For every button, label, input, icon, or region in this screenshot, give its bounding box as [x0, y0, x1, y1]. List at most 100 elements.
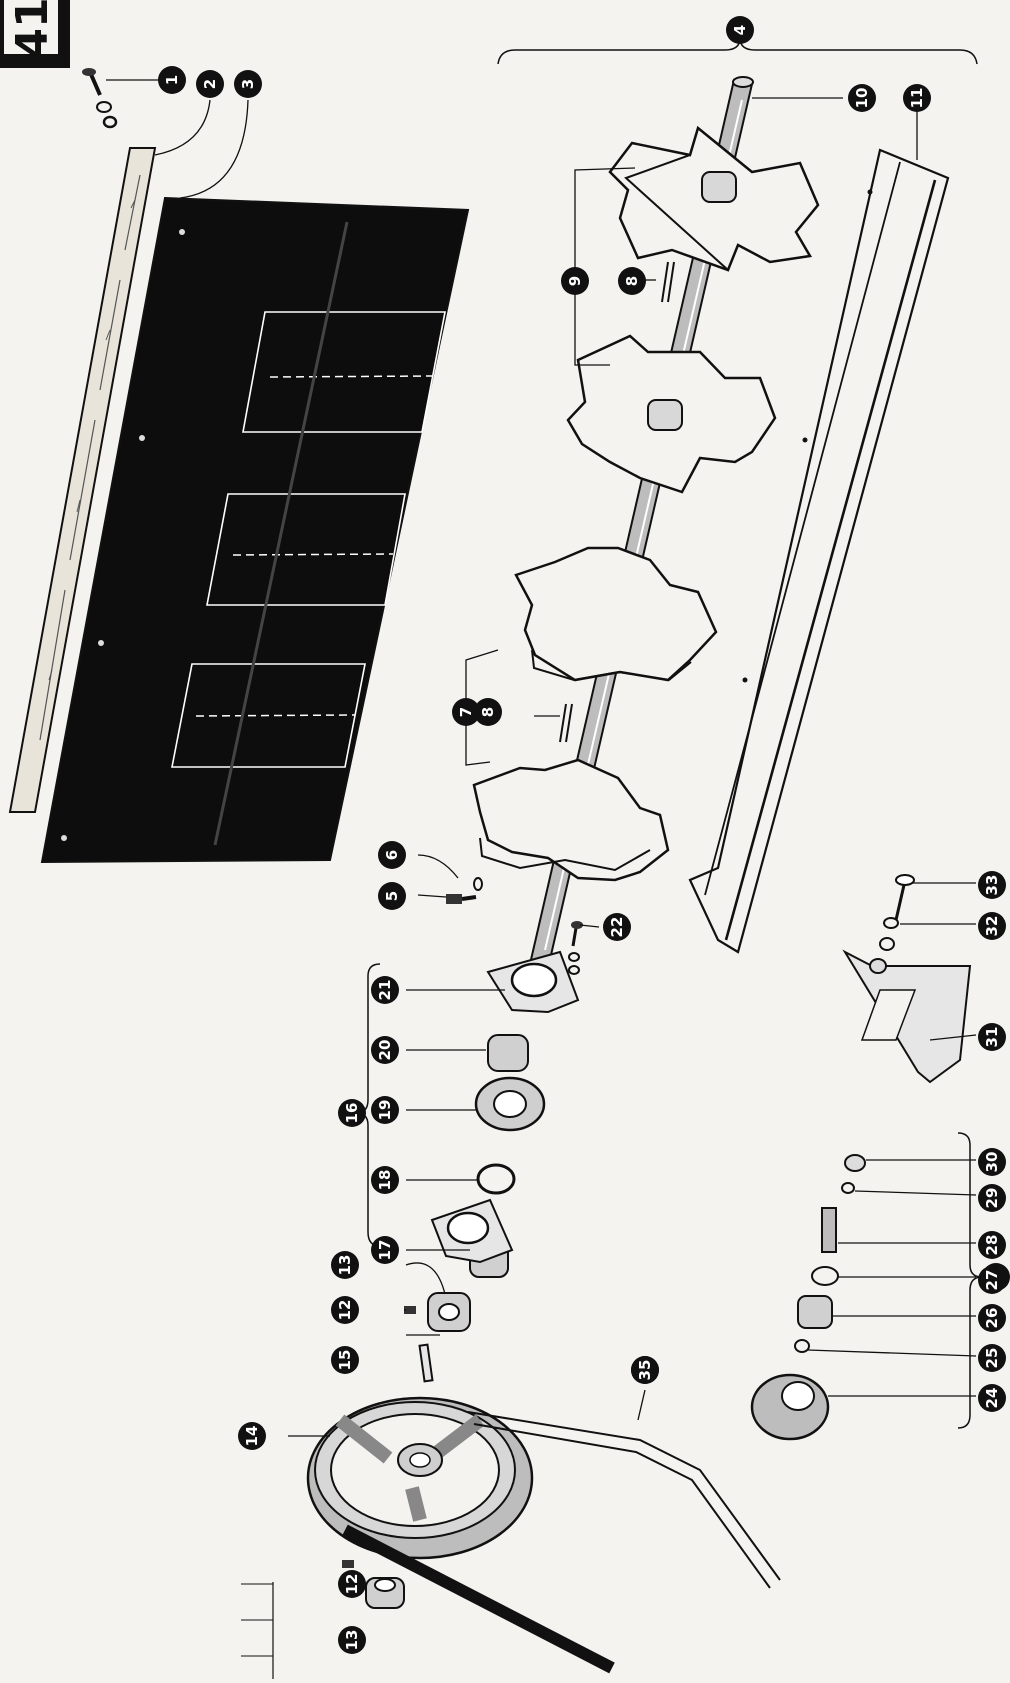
callout-number: 28 [983, 1235, 1001, 1256]
bearing-27 [797, 1295, 833, 1329]
sleeve-21 [487, 1034, 529, 1072]
callout-11: 11 [903, 84, 931, 112]
callout-30: 30 [978, 1148, 1006, 1176]
callout-26: 26 [978, 1304, 1006, 1332]
callout-badge [978, 1184, 1006, 1212]
flange-17 [430, 1198, 514, 1264]
page-mark: 41 [0, 0, 70, 68]
cotter-pin-bottom [559, 703, 573, 743]
idler-pulley-25 [750, 1373, 830, 1441]
callout-number: 11 [908, 88, 926, 109]
setscrew-12-lower [342, 1560, 354, 1568]
callout-number: 5 [383, 891, 401, 901]
callout-badge [378, 841, 406, 869]
callout-15: 15 [331, 1346, 359, 1374]
callout-25: 25 [978, 1344, 1006, 1372]
callout-5: 5 [378, 882, 406, 910]
washer-26 [794, 1339, 810, 1353]
callout-number: 7 [457, 707, 475, 717]
callout-13: 13 [331, 1251, 359, 1279]
callout-number: 8 [479, 707, 497, 717]
callout-badge [618, 267, 646, 295]
callout-1: 1 [158, 66, 186, 94]
callout-number: 33 [983, 875, 1001, 896]
callout-number: 26 [983, 1308, 1001, 1329]
callout-32: 32 [978, 912, 1006, 940]
angle-bar [688, 148, 950, 954]
callout-badge [978, 1304, 1006, 1332]
callout-number: 32 [983, 916, 1001, 937]
collar-13 [427, 1292, 471, 1332]
callout-number: 15 [336, 1350, 354, 1371]
callout-number: 13 [343, 1630, 361, 1651]
callout-number: 2 [201, 79, 219, 89]
callout-number: 31 [983, 1027, 1001, 1048]
callout-number: 17 [376, 1240, 394, 1261]
bracket-32 [842, 949, 972, 1084]
callout-28: 28 [978, 1231, 1006, 1259]
key-15 [418, 1343, 434, 1383]
flange-22 [486, 950, 580, 1014]
callout-badge [978, 1266, 1006, 1294]
callout-badge [371, 976, 399, 1004]
callout-13: 13 [338, 1626, 366, 1654]
callout-33: 33 [978, 871, 1006, 899]
callout-22: 22 [603, 913, 631, 941]
callout-9: 9 [561, 267, 589, 295]
callout-number: 14 [243, 1426, 261, 1447]
callout-badge [848, 84, 876, 112]
callout-badge [331, 1346, 359, 1374]
bearing-20 [474, 1076, 546, 1132]
callout-2: 2 [196, 70, 224, 98]
cotter-pin-top [661, 261, 675, 303]
callout-number: 30 [983, 1152, 1001, 1173]
callout-badge [978, 1344, 1006, 1372]
callout-badge [726, 16, 754, 44]
callout-badge [196, 70, 224, 98]
callout-20: 20 [371, 1036, 399, 1064]
callout-number: 18 [376, 1170, 394, 1191]
paddle-9a [608, 125, 820, 272]
callout-8: 8 [618, 267, 646, 295]
callout-16: 16 [338, 1099, 366, 1127]
callout-31: 31 [978, 1023, 1006, 1051]
paddle-7a [514, 546, 718, 682]
callout-number: 35 [636, 1360, 654, 1381]
callout-badge [903, 84, 931, 112]
callout-number: 12 [343, 1574, 361, 1595]
callout-number: 1 [163, 75, 181, 85]
nut-31 [844, 1154, 866, 1172]
snap-ring-28 [811, 1266, 839, 1286]
callout-badge [978, 1148, 1006, 1176]
callout-number: 10 [853, 88, 871, 109]
callout-number: 19 [376, 1100, 394, 1121]
callout-21: 21 [371, 976, 399, 1004]
callout-17: 17 [371, 1236, 399, 1264]
callout-number: 12 [336, 1300, 354, 1321]
callout-number: 25 [983, 1348, 1001, 1369]
callout-badge [338, 1626, 366, 1654]
callout-badge [331, 1251, 359, 1279]
callout-badge [238, 1422, 266, 1450]
callout-number: 13 [336, 1255, 354, 1276]
callout-18: 18 [371, 1166, 399, 1194]
callout-29: 29 [978, 1184, 1006, 1212]
callout-badge [338, 1099, 366, 1127]
dark-panel [40, 196, 470, 864]
callout-badge [371, 1166, 399, 1194]
callout-badge [561, 267, 589, 295]
callout-number: 24 [983, 1388, 1001, 1409]
callout-badge [371, 1096, 399, 1124]
ruler-marks [241, 1582, 274, 1679]
callout-number: 20 [376, 1040, 394, 1061]
leader-lines [106, 79, 977, 1437]
belt-35 [342, 1411, 781, 1674]
callout-badge [452, 698, 480, 726]
callout-number: 3 [239, 79, 257, 89]
stud-29 [821, 1207, 837, 1253]
callout-badge [158, 66, 186, 94]
callout-number: 9 [566, 276, 584, 286]
